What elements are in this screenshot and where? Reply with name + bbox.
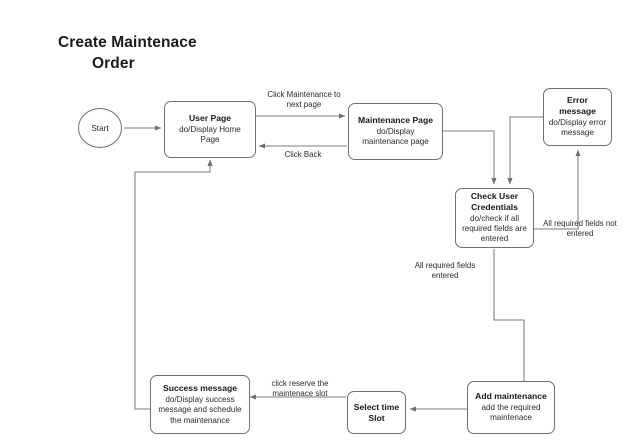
node-success-message[interactable]: Success message do/Display success messa… bbox=[150, 375, 250, 434]
node-select-time-slot-title: Select time Slot bbox=[353, 401, 400, 423]
node-start-label: Start bbox=[91, 123, 109, 133]
node-add-maintenance[interactable]: Add maintenance add the required mainten… bbox=[467, 381, 555, 434]
edge-label-click-reserve: click reserve the maintenace slot bbox=[271, 379, 329, 399]
node-maintenance-page[interactable]: Maintenance Page do/Display maintenance … bbox=[348, 103, 443, 160]
node-add-maintenance-title: Add maintenance bbox=[475, 391, 547, 402]
node-success-message-title: Success message bbox=[162, 383, 238, 394]
page-title: Create Maintenace Order bbox=[58, 33, 318, 75]
edge-check-credentials-to-error-message bbox=[534, 149, 581, 230]
edge-label-fields-not-entered: All required fields not entered bbox=[543, 219, 617, 239]
page-title-line2: Order bbox=[92, 54, 135, 72]
node-check-user-credentials-title: Check User Credentials bbox=[470, 191, 519, 212]
node-success-message-subtitle: do/Display success message and schedule … bbox=[158, 394, 242, 425]
edge-success-message-to-user-page bbox=[134, 159, 213, 410]
node-error-message-subtitle: do/Display error message bbox=[548, 117, 607, 138]
node-maintenance-page-subtitle: do/Display maintenance page bbox=[362, 127, 429, 147]
node-add-maintenance-subtitle: add the required maintenace bbox=[481, 403, 541, 423]
edge-label-click-back: Click Back bbox=[284, 150, 322, 159]
node-check-user-credentials[interactable]: Check User Credentials do/check if all r… bbox=[455, 188, 534, 248]
edge-label-fields-entered: All required fields entered bbox=[414, 261, 476, 281]
page-title-line1: Create Maintenace bbox=[58, 34, 197, 51]
node-error-message-title: Error message bbox=[559, 95, 596, 117]
edge-check-credentials-to-add-maintenance bbox=[493, 249, 527, 388]
edge-maintenance-page-to-check-credentials bbox=[443, 130, 497, 185]
node-check-user-credentials-subtitle: do/check if all required fields are ente… bbox=[462, 213, 527, 244]
node-user-page-subtitle: do/Display Home Page bbox=[179, 125, 241, 145]
node-select-time-slot[interactable]: Select time Slot bbox=[347, 391, 406, 434]
edge-error-message-to-check-credentials bbox=[507, 116, 543, 185]
node-start[interactable]: Start bbox=[78, 108, 122, 148]
node-user-page[interactable]: User Page do/Display Home Page bbox=[164, 101, 256, 158]
edge-label-click-maintenance: Click Maintenance to next page bbox=[267, 90, 341, 110]
node-maintenance-page-title: Maintenance Page bbox=[358, 115, 433, 126]
node-error-message[interactable]: Error message do/Display error message bbox=[543, 88, 612, 146]
node-user-page-title: User Page bbox=[188, 113, 232, 124]
